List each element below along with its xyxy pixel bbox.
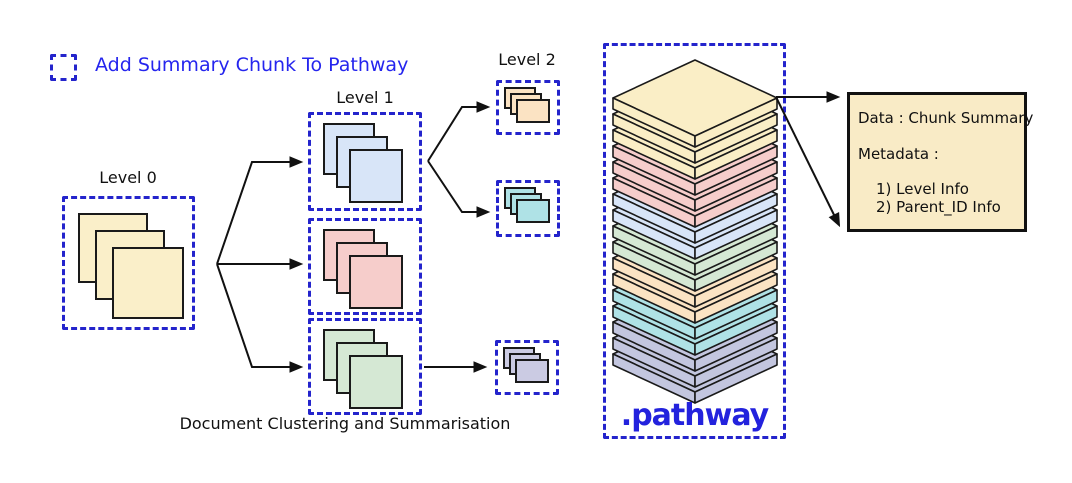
arrow-l0-to-green [216,263,304,373]
document-square [349,355,403,409]
legend-label: Add Summary Chunk To Pathway [95,54,409,76]
level0-cluster-box [62,196,195,330]
info-item-level: 1) Level Info [876,179,969,198]
level1-cluster-green [308,318,422,415]
chunk-summary-info-box: Data : Chunk Summary Metadata : 1) Level… [847,92,1034,232]
info-data-line: Data : Chunk Summary [858,109,1034,127]
level2-summary-orange [496,80,560,135]
level0-label: Level 0 [99,168,157,187]
arrow-blue-to-orange [427,101,491,162]
pathway-logo: .pathway [620,398,769,433]
summary-chunk [516,199,550,223]
level1-label: Level 1 [336,88,394,107]
arrow-l0-to-blue [216,156,304,265]
info-item-parent: 2) Parent_ID Info [876,198,1001,217]
summary-chunk-swatch-icon [50,54,77,81]
level2-summary-purple [495,340,559,395]
arrow-blue-to-teal [427,160,491,218]
document-square [349,255,403,309]
level2-summary-teal [496,180,560,237]
summary-chunk [515,359,549,383]
level1-cluster-blue [308,112,422,211]
pathway-stack [612,59,778,404]
level2-label: Level 2 [498,50,556,69]
pathway-box: .pathway [603,43,786,439]
info-metadata-line: Metadata : [858,144,939,163]
document-square [349,149,403,203]
level1-cluster-pink [308,218,422,315]
summary-chunk [516,99,550,123]
diagram-caption: Document Clustering and Summarisation [179,414,511,433]
document-square [112,247,184,319]
